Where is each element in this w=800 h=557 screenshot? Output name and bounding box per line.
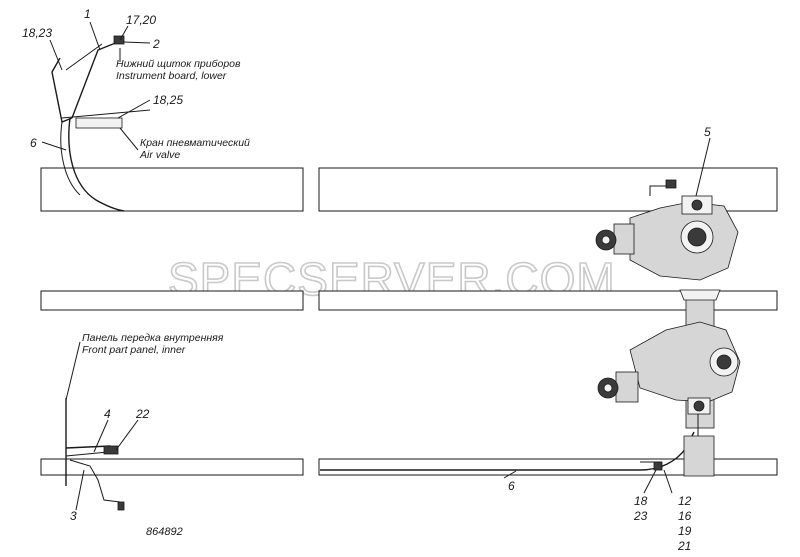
caption-instrument-board-en: Instrument board, lower bbox=[116, 70, 227, 82]
leader-lines bbox=[41, 21, 711, 511]
instrument-board-bracket bbox=[51, 35, 151, 129]
callout-18-25: 18,25 bbox=[153, 93, 183, 107]
callout-16: 16 bbox=[678, 509, 692, 523]
caption-front-panel-en: Front part panel, inner bbox=[82, 344, 186, 356]
caption-air-valve-ru: Кран пневматический bbox=[140, 137, 250, 149]
callout-3: 3 bbox=[70, 509, 77, 523]
callout-6-bottom: 6 bbox=[508, 479, 515, 493]
callout-6-top: 6 bbox=[30, 136, 37, 150]
lower-air-valve-assembly bbox=[597, 289, 741, 477]
callout-2: 2 bbox=[152, 37, 160, 51]
caption-instrument-board-ru: Нижний щиток приборов bbox=[116, 58, 241, 70]
callout-5: 5 bbox=[704, 125, 711, 139]
caption-front-panel-ru: Панель передка внутренняя bbox=[82, 332, 224, 344]
lower-frame-rails bbox=[40, 458, 778, 476]
callout-12: 12 bbox=[678, 494, 692, 508]
callout-18-23: 18,23 bbox=[22, 26, 52, 40]
front-panel-bracket bbox=[65, 398, 125, 511]
upper-air-valve-assembly bbox=[595, 179, 739, 281]
callout-22: 22 bbox=[135, 407, 150, 421]
callout-1: 1 bbox=[84, 7, 91, 21]
air-line-upper bbox=[60, 117, 125, 212]
callout-4: 4 bbox=[104, 407, 111, 421]
callout-17-20: 17,20 bbox=[126, 13, 156, 27]
callout-21: 21 bbox=[677, 539, 691, 553]
drawing-number: 864892 bbox=[146, 526, 183, 538]
callout-18: 18 bbox=[634, 494, 648, 508]
caption-air-valve-en: Air valve bbox=[139, 149, 180, 161]
callout-19: 19 bbox=[678, 524, 692, 538]
callout-23: 23 bbox=[633, 509, 648, 523]
